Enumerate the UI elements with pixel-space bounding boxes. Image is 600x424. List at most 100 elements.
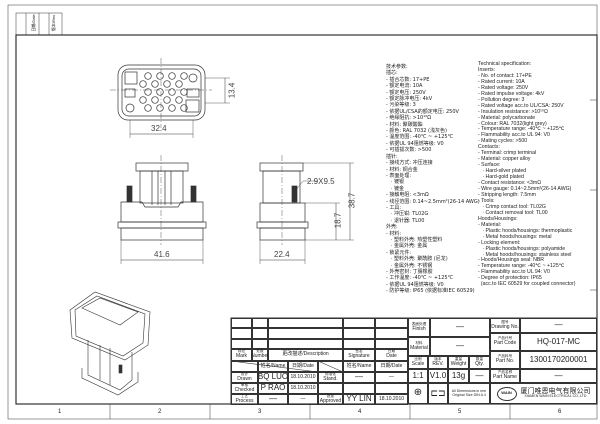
name-header-text: 姓名/Name bbox=[260, 362, 286, 369]
spec-line: - Stripping length: 7.5mm bbox=[478, 191, 536, 198]
company-name-zh: 厦门唯恩电气有限公司 bbox=[520, 386, 591, 395]
dim-front-width: 41.6 bbox=[154, 250, 170, 259]
approved-name-text: YY LIN bbox=[346, 394, 372, 404]
spec-line: - Tools: bbox=[478, 197, 495, 204]
rev-label-text: 版本 bbox=[434, 356, 442, 361]
checked-label-text: Checked bbox=[234, 386, 255, 393]
corner-rev-label: 版本/Rev bbox=[51, 14, 57, 32]
spec-line: 插芯: bbox=[386, 70, 398, 77]
dim-flange-height: 18.7 bbox=[333, 212, 343, 229]
contact-pin bbox=[151, 96, 159, 104]
revision-empty-cell bbox=[268, 328, 343, 339]
scale-label-text: 比例 bbox=[414, 356, 422, 361]
checked-date-text: 18.10.2010 bbox=[290, 384, 316, 391]
contact-pins bbox=[139, 72, 188, 112]
company-name-en: XIAMEN WAIN ELECTRICAL CO.,LTD bbox=[524, 394, 587, 399]
contact-pin bbox=[156, 72, 164, 80]
contact-pin bbox=[180, 104, 188, 112]
material-label-text: 材料 bbox=[415, 340, 423, 345]
spec-line: - Flammability acc.to UL 94: V0 bbox=[478, 269, 550, 276]
weight-value: 13g bbox=[448, 369, 469, 383]
spec-list-chinese: 技术参数:插芯:- 插合芯数: 17+PE- 额定电流: 10A- 额定电压: … bbox=[386, 64, 480, 295]
face-view bbox=[110, 58, 230, 138]
contact-pin bbox=[144, 104, 152, 112]
spec-line: Contacts: bbox=[478, 144, 500, 151]
part_no-label-text: 产品料号 bbox=[497, 354, 513, 359]
revision-empty-cell bbox=[375, 339, 408, 349]
weight-label-text: 重量 bbox=[454, 356, 463, 361]
revision-empty-cell bbox=[268, 318, 343, 328]
spec-line: - Rated voltage acc.to UL/CSA: 250V bbox=[478, 102, 564, 109]
contact-pin bbox=[175, 96, 183, 104]
material-label-text: Material bbox=[410, 344, 428, 351]
spec-line: - 额定电流: 10A bbox=[386, 83, 423, 90]
contact-pin bbox=[168, 88, 176, 96]
spec-line: - Mating cycles: >500 bbox=[478, 138, 528, 145]
spec-line: - 温度范围: -40℃ ~ +125℃ bbox=[386, 134, 454, 141]
zone-ticks bbox=[109, 99, 597, 419]
checked-name: P RAO bbox=[258, 383, 288, 394]
spec-line: · Metal hoods/housings: stainless steel bbox=[478, 251, 572, 258]
spec-line: - Surface: bbox=[478, 162, 501, 169]
rev-value-text: V1.0 bbox=[429, 370, 447, 380]
zone-number: 1 bbox=[58, 409, 62, 415]
spec-line: · Plastic hoods/housings: polyamide bbox=[478, 245, 566, 252]
part_code-value: HQ-017-MC bbox=[520, 333, 597, 351]
drawn-label-text: 设计 bbox=[240, 372, 249, 376]
spec-line: - 接线方式: 冲压连接 bbox=[386, 160, 433, 167]
qty-value: — bbox=[469, 369, 490, 383]
spec-line: Inserts: bbox=[478, 66, 496, 73]
spec-line: - Pollution degree: 3 bbox=[478, 96, 525, 103]
process-name: — bbox=[258, 394, 288, 405]
contact-pin bbox=[139, 96, 147, 104]
part_no-value-text: 1300170200001 bbox=[529, 354, 588, 364]
corner-date-label: 日期/Date bbox=[30, 14, 36, 32]
scale-label-text: Scale bbox=[411, 360, 425, 367]
spec-line: - Temperature range: -40℃ ~ +125℃ bbox=[478, 263, 565, 270]
date-header-text: 日期 bbox=[387, 349, 396, 354]
spec-line: - 接触电阻: <3mΩ bbox=[386, 192, 429, 199]
signature-header-text: 签名 bbox=[355, 349, 363, 354]
spec-line: - Terminal: crimp terminal bbox=[478, 150, 537, 157]
dim-face-height: 13.4 bbox=[227, 82, 237, 99]
spec-line: - 颜色: RAL 7032 (浅灰色) bbox=[386, 128, 447, 135]
revision-empty-cell bbox=[231, 318, 252, 328]
spec-line: - 线径范围: 0.14~2.5mm²(26-14 AWG) bbox=[386, 198, 480, 205]
spec-line: - Temperature range: -40℃ ~ +125℃ bbox=[478, 126, 565, 133]
spec-line: - Rated impulse voltage: 4kV bbox=[478, 90, 545, 97]
stand-name-text: — bbox=[355, 372, 363, 382]
spec-line: · 金属外壳: 不锈钢 bbox=[386, 262, 433, 269]
spec-line: 技术参数: bbox=[386, 64, 408, 70]
spec-line: - Flammability acc.to UL 94: V0 bbox=[478, 132, 550, 139]
process-date-text: — bbox=[300, 395, 306, 402]
spec-line: · Hard-gold plated bbox=[478, 174, 524, 181]
approved-label-text: 批准 bbox=[326, 394, 335, 398]
spec-line: - Locking element: bbox=[478, 239, 521, 246]
contact-pin bbox=[163, 96, 171, 104]
contact-pin bbox=[151, 80, 159, 88]
spec-line: - 防护等级: IP65 (依据标准IEC 60529) bbox=[386, 288, 475, 295]
name-header-text: 姓名/Name bbox=[346, 362, 372, 369]
spec-line: - Rated current: 10A bbox=[478, 78, 525, 85]
process-date: — bbox=[288, 394, 318, 405]
revision-empty-cell bbox=[343, 339, 375, 349]
drawing_no-label-text: 图号 bbox=[501, 319, 509, 324]
stand-label-text: 标准化 bbox=[325, 372, 336, 376]
part_code-value-text: HQ-017-MC bbox=[536, 336, 581, 346]
spec-line: · 金属外壳: 金属 bbox=[386, 243, 428, 250]
drawing_no-label-text: Drawing No. bbox=[491, 323, 519, 330]
contact-pin bbox=[139, 80, 147, 88]
scale-value-text: 1:1 bbox=[412, 370, 424, 380]
drawn-date-text: 18.10.2010 bbox=[290, 373, 316, 380]
name-header: 姓名/Name bbox=[343, 361, 375, 372]
revision-empty-cell bbox=[343, 328, 375, 339]
stand-name: — bbox=[343, 372, 375, 383]
front-view bbox=[117, 155, 207, 264]
spec-line: - 可插拔次数: >500 bbox=[386, 147, 432, 154]
